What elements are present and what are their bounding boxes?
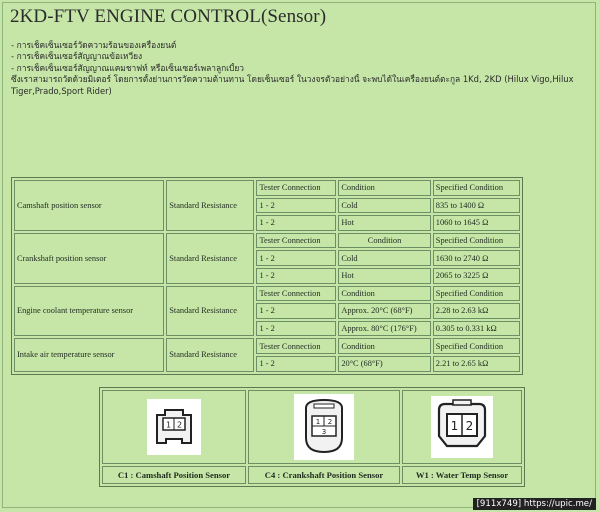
value-cell: Cold <box>338 250 431 266</box>
connector-caption: W1 : Water Temp Sensor <box>402 466 522 484</box>
intro-paragraph: ซึ่งเราสามารถวัดด้วยมิเตอร์ โดยการตั้งย่… <box>11 74 574 96</box>
sensor-name-cell: Crankshaft position sensor <box>14 232 165 284</box>
value-cell: 0.305 to 0.331 kΩ <box>432 320 520 337</box>
value-cell: 1 - 2 <box>256 320 337 337</box>
sensor-type-cell: Standard Resistance <box>166 338 255 372</box>
value-cell: 1 - 2 <box>256 215 337 231</box>
connector-caption: C1 : Camshaft Position Sensor <box>102 466 246 484</box>
table-row: 1 - 2 Approx. 20°C (68°F) 2.28 to 2.63 k… <box>14 303 520 319</box>
pin-label: 1 <box>316 418 320 426</box>
header-cell: Tester Connection <box>256 180 337 196</box>
value-cell: 2065 to 3225 Ω <box>432 267 520 284</box>
header-cell: Specified Condition <box>432 232 520 249</box>
sensor-name-cell: Intake air temperature sensor <box>14 338 165 372</box>
pin-label: 3 <box>322 428 326 436</box>
header-cell: Tester Connection <box>256 285 337 302</box>
value-cell: 1630 to 2740 Ω <box>432 250 520 266</box>
value-cell: 1 - 2 <box>256 250 337 266</box>
table-row: Crankshaft position sensor Standard Resi… <box>14 232 520 284</box>
value-cell: 835 to 1400 Ω <box>432 197 520 214</box>
table-row: 1 - 2 Hot 2065 to 3225 Ω <box>14 267 520 284</box>
pin-label: 1 <box>451 419 459 433</box>
bullet-item: - การเช็คเซ็นเซอร์สัญญาณข้อเหวี่ยง <box>11 51 143 62</box>
value-cell: 1 - 2 <box>256 197 337 214</box>
pin-label: 2 <box>177 421 182 430</box>
table-row: 1 - 2 Hot 1060 to 1645 Ω <box>14 215 520 231</box>
pin-label: 2 <box>466 419 474 433</box>
connector-caption: C4 : Crankshaft Position Sensor <box>248 466 400 484</box>
connector-diagram-cell: 1 2 3 <box>248 390 400 464</box>
value-cell: Approx. 20°C (68°F) <box>338 303 431 319</box>
connector-diagram-cell: 1 2 <box>402 390 522 464</box>
pin-label: 2 <box>328 418 332 426</box>
header-cell: Condition <box>338 180 431 196</box>
value-cell: Hot <box>338 215 431 231</box>
connector-diagram-cell: 1 2 <box>102 390 246 464</box>
intro-text: - การเช็คเซ็นเซอร์วัดความร้อนของเครื่องย… <box>11 40 591 97</box>
table-row: 1 - 2 Cold 1630 to 2740 Ω <box>14 250 520 266</box>
header-cell: Specified Condition <box>432 180 520 196</box>
pin-label: 1 <box>166 421 171 430</box>
crankshaft-connector-image: 1 2 3 <box>294 394 354 460</box>
header-cell: Tester Connection <box>256 338 337 354</box>
value-cell: 1 - 2 <box>256 303 337 319</box>
table-row: 1 - 2 Approx. 80°C (176°F) 0.305 to 0.33… <box>14 320 520 337</box>
header-cell: Tester Connection <box>256 232 337 249</box>
value-cell: 2.28 to 2.63 kΩ <box>432 303 520 319</box>
connector-c4-icon: 1 2 3 <box>294 394 354 458</box>
value-cell: Approx. 80°C (176°F) <box>338 320 431 337</box>
sensor-name-cell: Engine coolant temperature sensor <box>14 285 165 337</box>
table-row: 1 - 2 Cold 835 to 1400 Ω <box>14 197 520 214</box>
sensor-type-cell: Standard Resistance <box>166 232 255 284</box>
header-cell: Condition <box>338 338 431 354</box>
bullet-item: - การเช็คเซ็นเซอร์สัญญาณแคมชาฟท์ หรือเซ็… <box>11 62 244 73</box>
sensor-spec-table: Camshaft position sensor Standard Resist… <box>11 177 523 375</box>
value-cell: 2.21 to 2.65 kΩ <box>432 355 520 372</box>
header-cell: Condition <box>338 232 431 249</box>
connector-c1-icon: 1 2 <box>147 399 201 453</box>
value-cell: 1060 to 1645 Ω <box>432 215 520 231</box>
camshaft-connector-image: 1 2 <box>147 399 201 455</box>
value-cell: Cold <box>338 197 431 214</box>
table-row: 1 - 2 20°C (68°F) 2.21 to 2.65 kΩ <box>14 355 520 372</box>
sensor-type-cell: Standard Resistance <box>166 285 255 337</box>
bullet-item: - การเช็คเซ็นเซอร์วัดความร้อนของเครื่องย… <box>11 40 177 50</box>
connector-diagram-table: 1 2 1 2 3 <box>99 387 525 487</box>
connector-w1-icon: 1 2 <box>431 396 493 456</box>
value-cell: 1 - 2 <box>256 267 337 284</box>
table-row: Engine coolant temperature sensor Standa… <box>14 285 520 337</box>
value-cell: Hot <box>338 267 431 284</box>
header-cell: Specified Condition <box>432 338 520 354</box>
page-title: 2KD-FTV ENGINE CONTROL(Sensor) <box>10 6 327 27</box>
sensor-name-cell: Camshaft position sensor <box>14 180 165 231</box>
header-cell: Condition <box>338 285 431 302</box>
table-row: Camshaft position sensor Standard Resist… <box>14 180 520 231</box>
page-frame <box>2 2 596 508</box>
table-row: Intake air temperature sensor Standard R… <box>14 338 520 372</box>
water-temp-connector-image: 1 2 <box>431 396 493 458</box>
sensor-type-cell: Standard Resistance <box>166 180 255 231</box>
table-row: 1 2 1 2 3 <box>102 390 522 464</box>
header-cell: Specified Condition <box>432 285 520 302</box>
value-cell: 1 - 2 <box>256 355 337 372</box>
table-row: C1 : Camshaft Position Sensor C4 : Crank… <box>102 466 522 484</box>
value-cell: 20°C (68°F) <box>338 355 431 372</box>
image-credit-badge: [911x749] https://upic.me/ <box>472 498 596 510</box>
